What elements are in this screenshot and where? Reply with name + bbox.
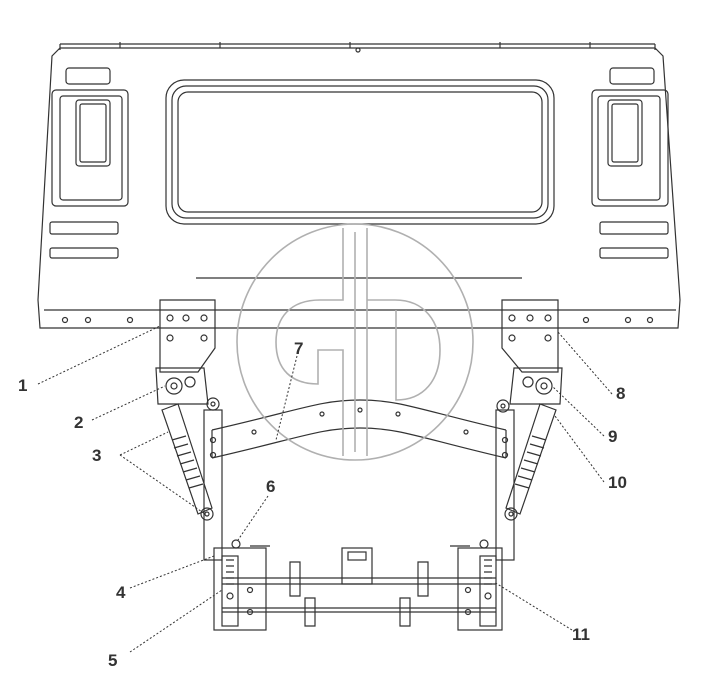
left-post (203, 409, 223, 561)
right-latch-mechanism (496, 367, 563, 413)
callout-2: 2 (74, 413, 84, 432)
left-shock-absorber (161, 403, 214, 521)
rear-window (165, 79, 555, 225)
right-lower-bracket (457, 539, 503, 631)
callout-10: 10 (608, 473, 627, 492)
left-mount-bracket (159, 299, 216, 373)
callout-8: 8 (616, 384, 626, 403)
callout-6: 6 (266, 477, 276, 496)
watermark-logo (236, 223, 474, 461)
flange-holes (61, 316, 654, 324)
callout-1: 1 (18, 376, 28, 395)
callout-7: 7 (294, 339, 304, 358)
callout-3: 3 (92, 446, 102, 465)
callout-11: 11 (572, 625, 590, 644)
leader-lines (37, 325, 613, 653)
left-lower-bracket (213, 539, 267, 631)
callout-9: 9 (608, 427, 618, 446)
right-post (495, 409, 515, 561)
left-recess (49, 67, 129, 259)
right-recess (591, 67, 669, 259)
callout-5: 5 (108, 651, 118, 670)
callout-4: 4 (116, 583, 126, 602)
right-mount-bracket (501, 299, 559, 373)
cross-beam (211, 399, 507, 459)
lower-frame (222, 545, 496, 627)
left-latch-mechanism (155, 367, 220, 411)
right-shock-absorber (504, 403, 557, 521)
cab-rear-panel (37, 42, 681, 329)
